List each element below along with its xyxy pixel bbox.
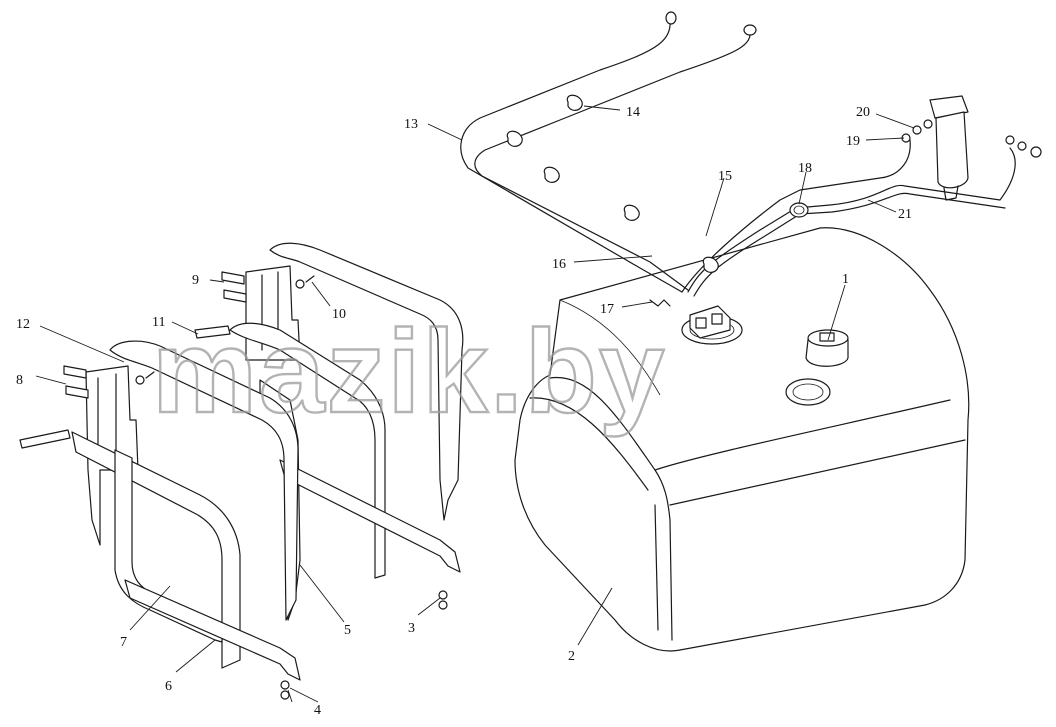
callout-8: 8 [16, 373, 23, 388]
filter-fittings [901, 119, 1042, 158]
fuel-tank [514, 227, 970, 652]
callout-4: 4 [314, 703, 321, 718]
callout-12: 12 [16, 317, 30, 332]
filler-cap [805, 329, 849, 367]
callout-5: 5 [344, 623, 351, 638]
fuel-sender-unit [649, 299, 731, 339]
callout-19: 19 [846, 134, 860, 149]
callout-15: 15 [718, 169, 732, 184]
callout-labels: 1 2 3 4 5 6 7 8 9 10 11 12 13 14 15 16 1… [16, 105, 912, 718]
leader-lines [35, 105, 915, 703]
callout-13: 13 [404, 117, 418, 132]
callout-9: 9 [192, 273, 199, 288]
grommet [789, 202, 809, 218]
callout-16: 16 [552, 257, 566, 272]
callout-17: 17 [600, 302, 614, 317]
fuel-filter [929, 95, 969, 201]
line-fitting [665, 11, 677, 25]
callout-6: 6 [165, 679, 172, 694]
callout-20: 20 [856, 105, 870, 120]
callout-10: 10 [332, 307, 346, 322]
callout-7: 7 [120, 635, 127, 650]
front-bracket [19, 325, 301, 700]
callout-2: 2 [568, 649, 575, 664]
fuel-lines [460, 11, 1016, 297]
watermark: mazik.by [152, 306, 666, 438]
callout-18: 18 [798, 161, 812, 176]
callout-3: 3 [408, 621, 415, 636]
line-fitting [743, 24, 757, 36]
callout-1: 1 [842, 272, 849, 287]
line-clips [506, 94, 719, 273]
filler-neck [785, 378, 831, 406]
callout-21: 21 [898, 207, 912, 222]
callout-11: 11 [152, 315, 165, 330]
callout-14: 14 [626, 105, 640, 120]
